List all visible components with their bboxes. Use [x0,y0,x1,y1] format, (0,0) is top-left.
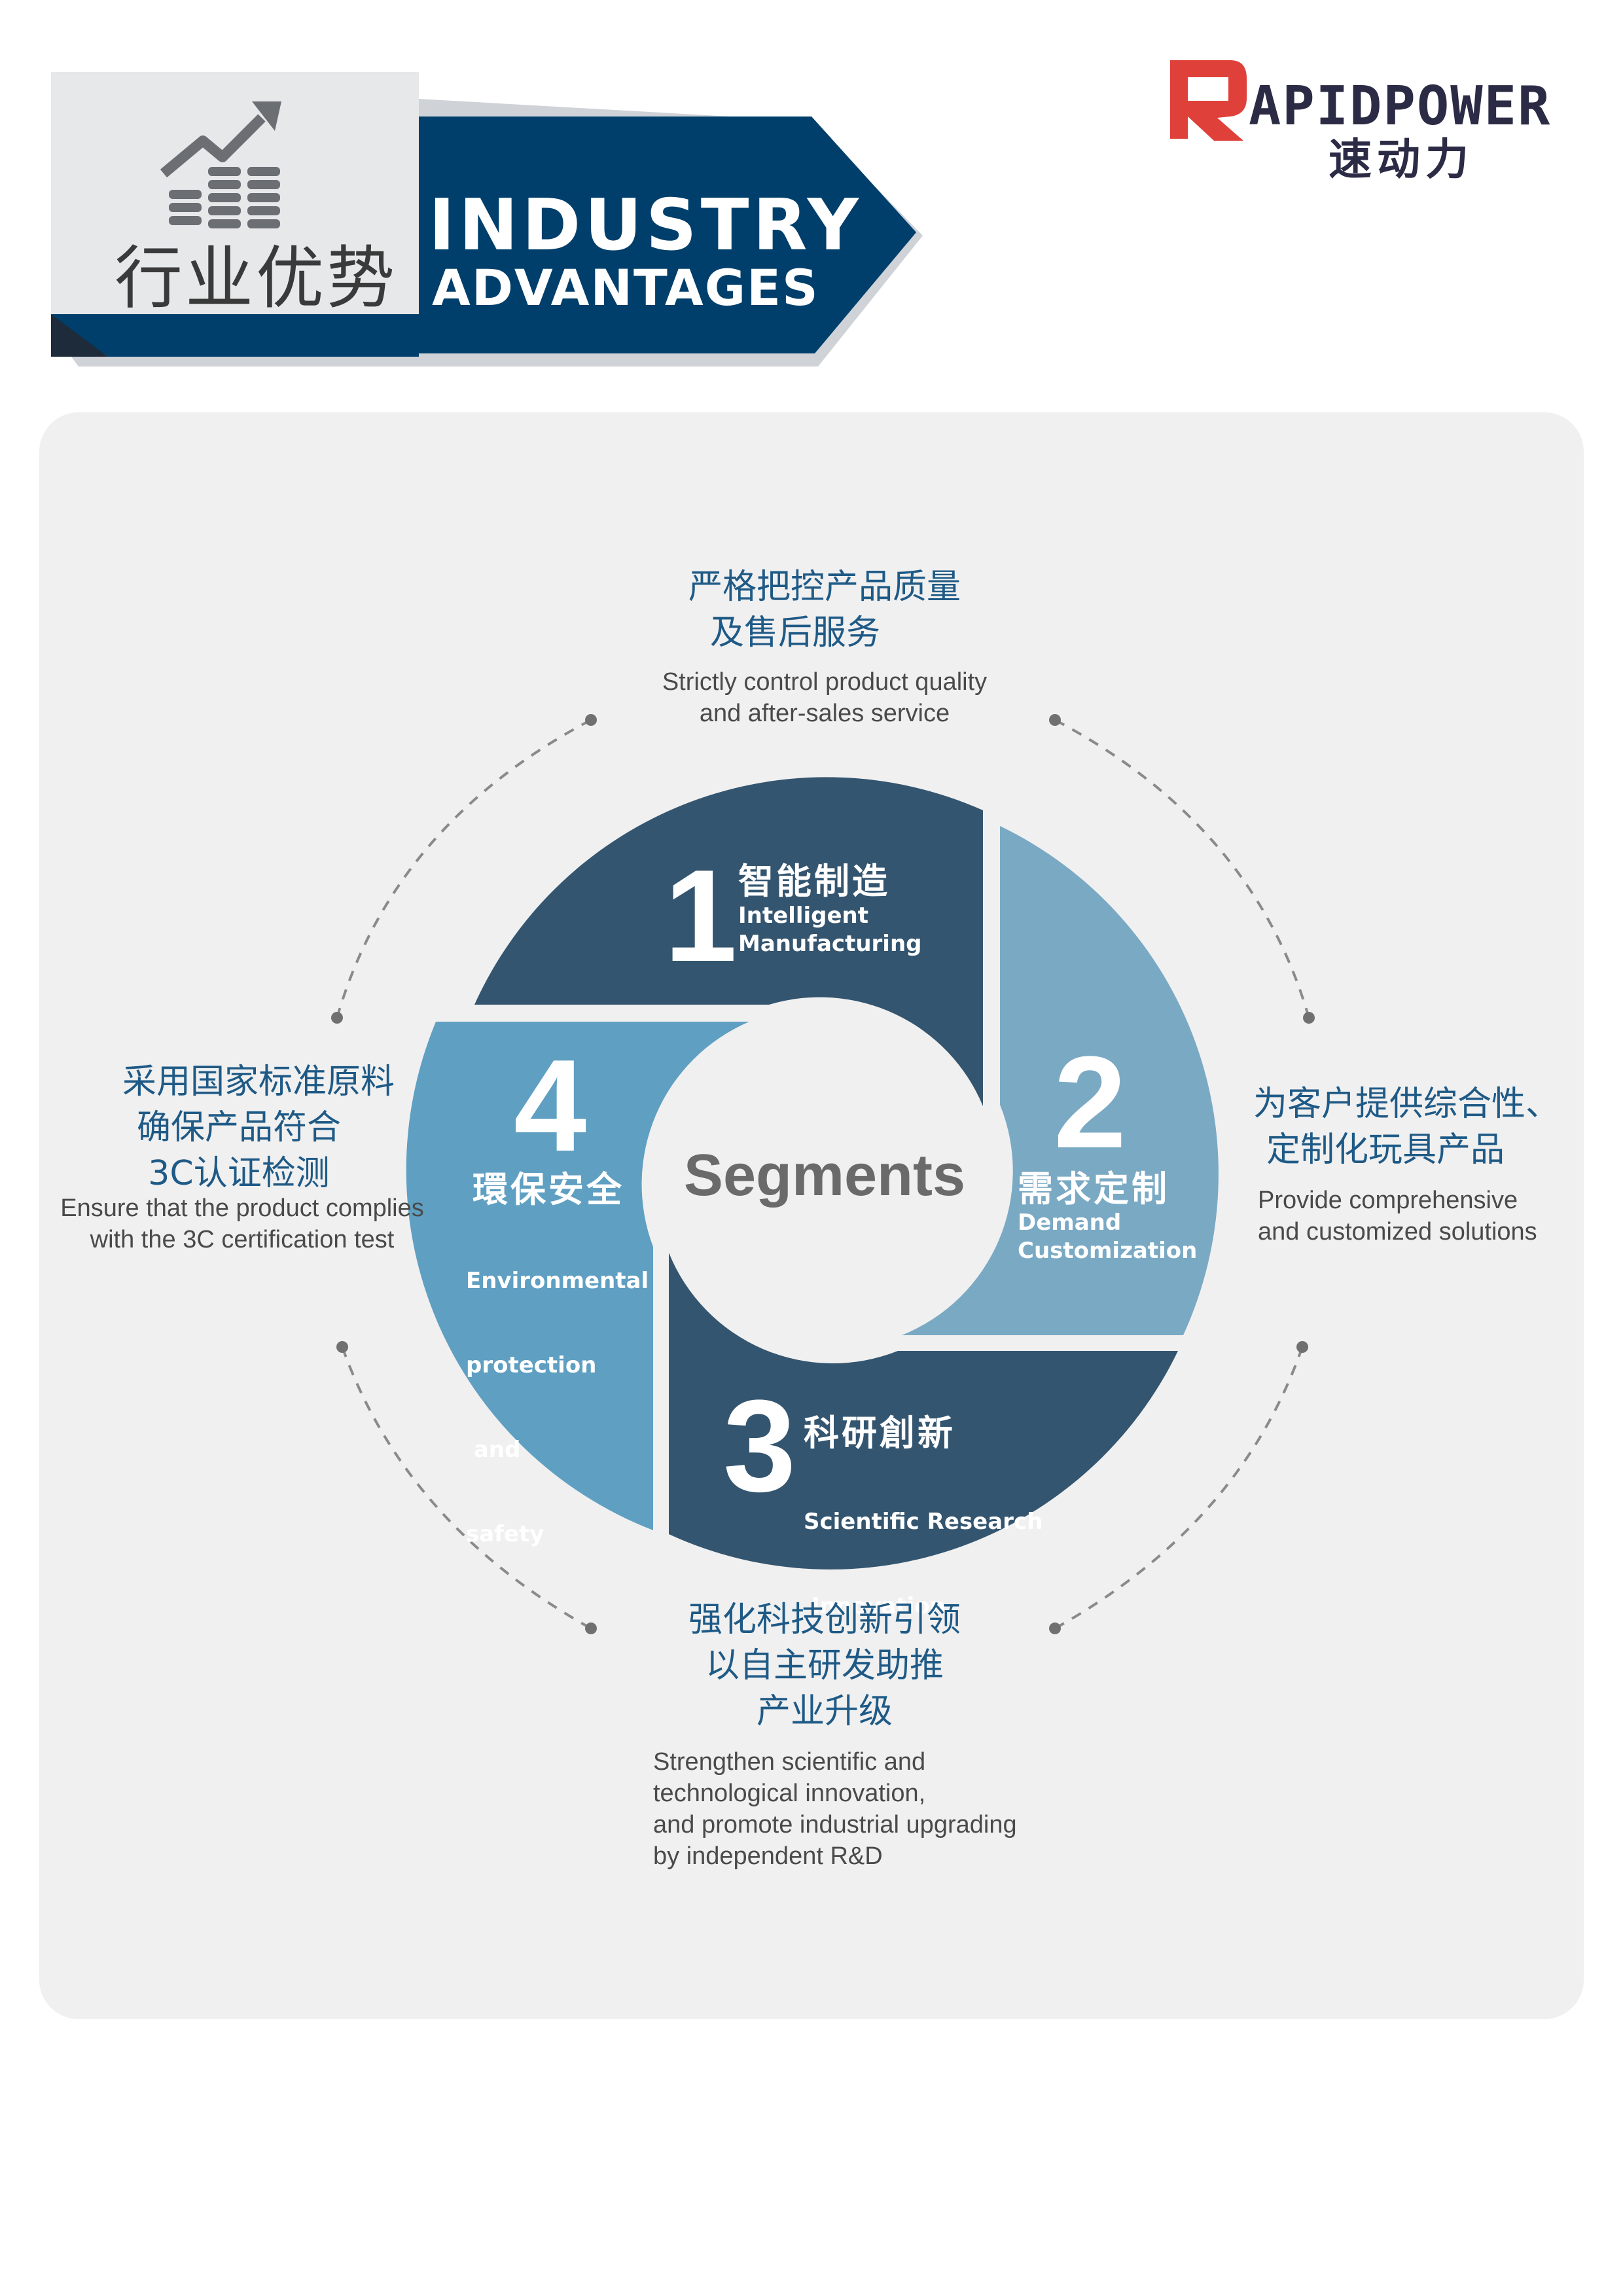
segment-3-shape [669,1253,1178,1570]
note-left-en-line: Ensure that the product complies [60,1194,424,1222]
content-panel [39,412,1584,2019]
segment-2-number: 2 [1054,1030,1127,1175]
note-bottom-en-line: by independent R&D [653,1842,883,1870]
segment-3-title-cn: 科研創新 [804,1412,955,1454]
segment-1-title-en-line: Intelligent [738,903,868,929]
segment-1-number: 1 [664,843,738,989]
dashed-arc-bottom-right [1054,1346,1304,1630]
note-bottom-cn-line: 产业升级 [756,1692,893,1731]
note-bottom-cn-line: 强化科技创新引领 [688,1600,961,1640]
rapidpower-r-logo [1170,60,1247,141]
ring-dot [336,1341,348,1353]
note-top-cn-line: 严格把控产品质量 [688,567,961,607]
segment-3-title-en: Scientific Research Innovation [804,1452,1043,1649]
note-right-cn-line: 定制化玩具产品 [1266,1130,1505,1170]
ring-dot [585,714,597,726]
segment-3-number: 3 [723,1373,796,1519]
banner-fold [51,314,419,357]
ring-dot [1049,1623,1061,1634]
segment-1-title-en-line: Manufacturing [738,931,922,957]
header-title-en-line1: INDUSTRY [429,185,863,266]
header-title-en-line2: ADVANTAGES [432,259,819,317]
note-left-cn-line: 3C认证检测 [148,1154,330,1193]
segment-1-title-en: Intelligent Manufacturing [738,902,922,958]
dashed-arc-top-left [336,719,592,1018]
note-left-cn-line: 采用国家标准原料 [122,1062,395,1102]
note-top-en-line: and after-sales service [699,700,950,727]
segment-4-title-en-line: protection [466,1352,597,1378]
segment-4-title-en-line: safety [466,1521,544,1547]
segment-2-title-en-line: Demand [1018,1210,1122,1236]
segment-1-shape [474,777,983,1106]
header-banner-graphic [51,60,1247,367]
diagram-center-label: Segments [683,1143,966,1208]
note-top-en: Strictly control product quality and aft… [628,666,1021,729]
segment-3-title-en-line: Scientific Research [804,1509,1043,1535]
banner-fold-dark [51,314,108,357]
segment-4-number: 4 [514,1033,587,1179]
note-top-cn: 严格把控产品质量 及售后服务 [654,564,995,656]
logo-text-cn: 速动力 [1329,134,1474,185]
segment-2-title-cn: 需求定制 [1018,1168,1169,1210]
note-left-cn-line: 确保产品符合 [136,1108,341,1147]
note-top-cn-line: 及售后服务 [709,613,880,653]
note-left-en-line: with the 3C certification test [90,1226,395,1253]
note-left-en: Ensure that the product complies with th… [46,1193,438,1255]
note-top-en-line: Strictly control product quality [662,668,988,696]
note-right-en: Provide comprehensive and customized sol… [1258,1185,1585,1247]
note-bottom-en-line: Strengthen scientific and [653,1748,926,1776]
segment-2-title-en-line: Customization [1018,1238,1198,1264]
ring-dot [331,1012,343,1024]
note-right-cn-line: 为客户提供综合性、 [1253,1085,1560,1124]
ring-dots [331,714,1315,1634]
segment-2-shape [902,826,1219,1335]
ring-dot [1303,1012,1315,1024]
ring-dot [1049,714,1061,726]
segment-4-title-en: Environmental protection and safety [466,1211,649,1577]
segment-4-title-en-line: Environmental [466,1268,649,1294]
note-bottom-en-line: technological innovation, [653,1780,926,1807]
ring-dot [1296,1341,1308,1353]
note-right-en-line: Provide comprehensive [1258,1187,1518,1214]
note-bottom-en: Strengthen scientific and technological … [653,1746,1072,1872]
ring-dot [585,1623,597,1634]
segment-4-title-cn: 環保安全 [473,1169,624,1210]
note-bottom-en-line: and promote industrial upgrading [653,1811,1017,1839]
growth-coins-icon [160,101,281,228]
segment-1-title-cn: 智能制造 [738,861,890,902]
note-bottom-cn-line: 以自主研发助推 [705,1646,944,1685]
note-right-cn: 为客户提供综合性、 定制化玩具产品 [1253,1081,1594,1173]
segment-2-title-en: Demand Customization [1018,1209,1197,1265]
dashed-arc-bottom-left [341,1346,592,1630]
segment-4-shape [406,1022,749,1530]
segment-3-title-en-line: Innovation [804,1593,946,1619]
note-bottom-cn: 强化科技创新引领 以自主研发助推 产业升级 [654,1597,995,1734]
note-left-cn: 采用国家标准原料 确保产品符合 3C认证检测 [85,1059,432,1196]
segment-4-title-en-line: and [466,1437,521,1463]
header-title-cn: 行业优势 [115,238,398,318]
dashed-outer-ring [336,719,1310,1630]
logo-text-en: APIDPOWER [1249,75,1552,137]
dashed-arc-top-right [1054,719,1310,1018]
note-right-en-line: and customized solutions [1258,1218,1537,1246]
